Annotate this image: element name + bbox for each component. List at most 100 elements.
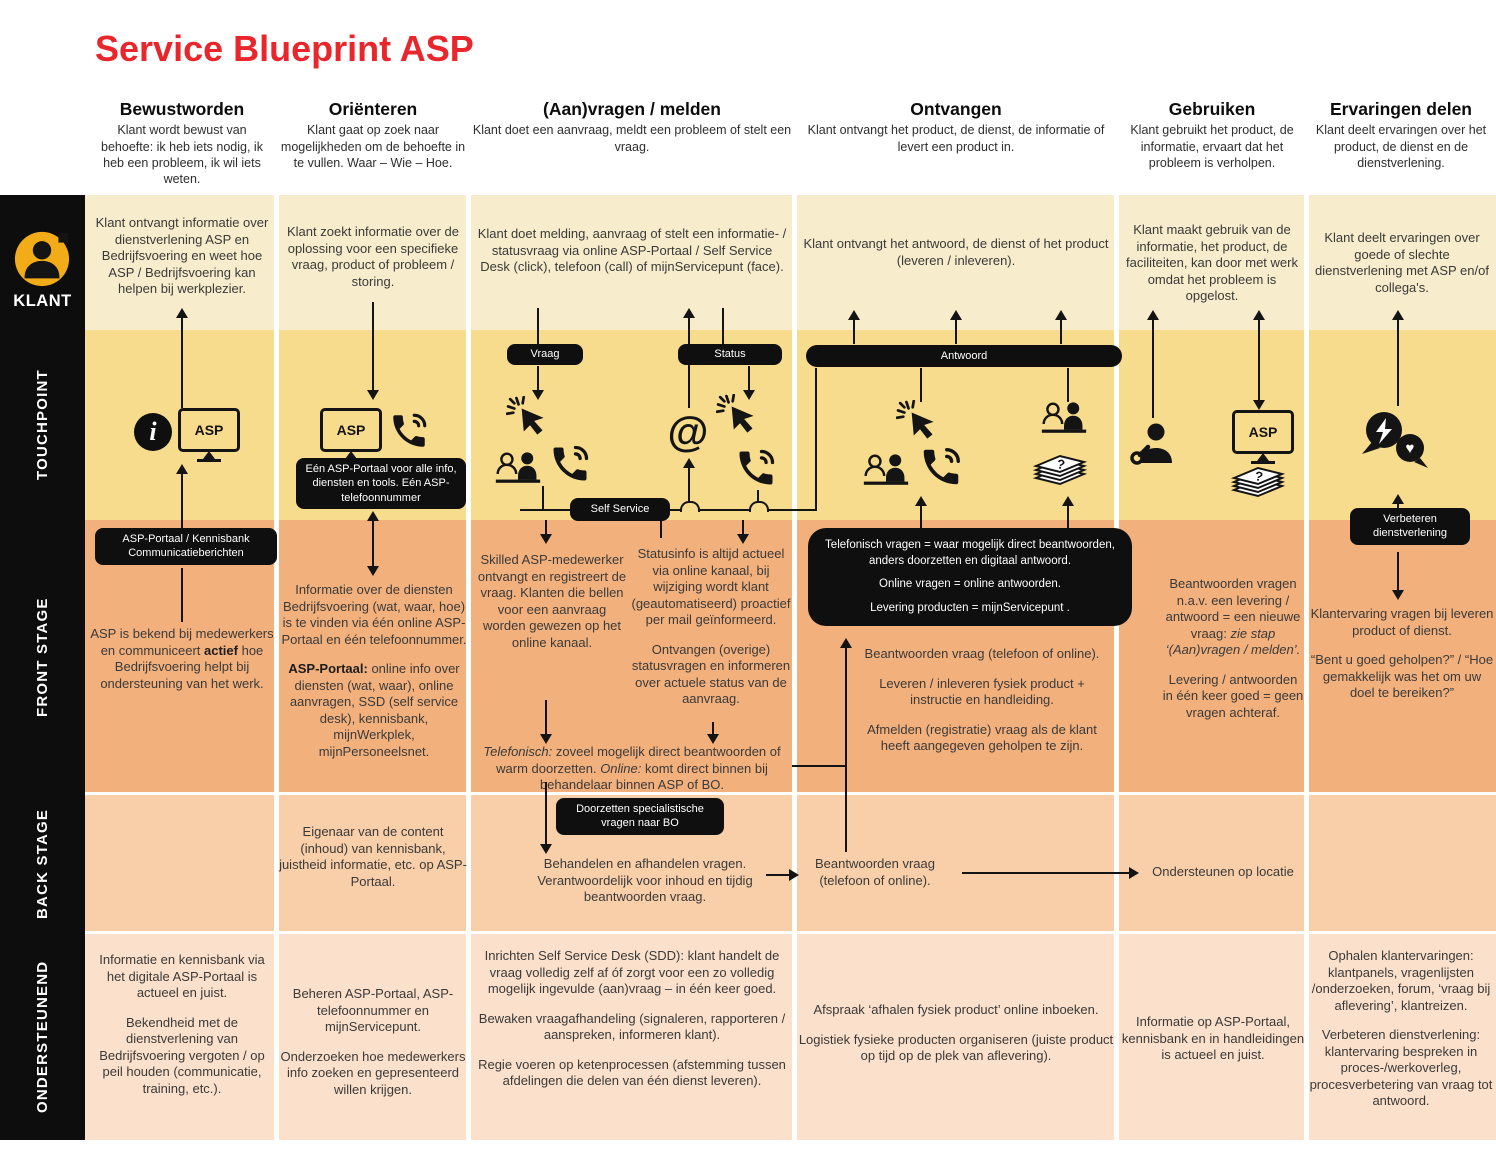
ondersteunend-cell-bewustworden: Informatie en kennisbank via het digital… [90, 952, 274, 1097]
doorzetten-pill: Doorzetten specialistische vragen naar B… [556, 798, 724, 835]
paragraph: Regie voeren op ketenprocessen (afstemmi… [478, 1056, 786, 1089]
click-cursor-icon [896, 400, 934, 439]
paragraph: Beantwoorden vraag (telefoon of online). [864, 646, 1100, 661]
text-run: Beantwoorden vragen n.a.v. een levering … [1165, 576, 1301, 641]
paragraph: Afmelden (registratie) vraag als de klan… [867, 721, 1097, 754]
paragraph: Inrichten Self Service Desk (SDD): klant… [484, 948, 780, 996]
text-run: zoveel mogelijk direct beantwoorden of w… [496, 744, 781, 776]
arrow [372, 302, 374, 398]
arrow [1397, 312, 1399, 406]
arrow [742, 520, 744, 542]
lane-band-klant [85, 195, 1496, 330]
phone-icon [393, 413, 427, 447]
klant-cell-ontvangen: Klant ontvangt het antwoord, de dienst o… [803, 236, 1109, 268]
self-service-pill: Self Service [570, 498, 670, 521]
arrow [712, 722, 714, 742]
asp-portal-monitor-icon: ASP [1232, 410, 1294, 454]
monitor-screen-label: ASP [194, 422, 224, 438]
arrow [545, 700, 547, 742]
question-mark: ? [1254, 468, 1264, 484]
paragraph: ASP is bekend bij medewerkers en communi… [90, 626, 274, 692]
connector [660, 520, 662, 538]
arrow [748, 366, 750, 398]
asp-portal-monitor-icon: ASP [178, 408, 240, 452]
text-run: komt direct binnen bij behandelaar binne… [539, 760, 768, 793]
text-run: actief [204, 642, 238, 658]
paragraph: Logistiek fysieke producten organiseren … [798, 1031, 1114, 1064]
arrow [1258, 312, 1260, 408]
arrow [181, 466, 183, 528]
klant-cell-orienteren: Klant zoekt informatie over de oplossing… [287, 224, 459, 289]
lane-separator [85, 792, 1496, 795]
column-gutter [792, 195, 797, 1140]
klant-cell-gebruiken: Klant maakt gebruik van de informatie, h… [1126, 222, 1298, 303]
arrow [545, 520, 547, 542]
text-run: online info over diensten (wat, waar), o… [289, 661, 460, 759]
frontstage-cell-bewustworden: ASP is bekend bij medewerkers en communi… [90, 626, 274, 692]
arrow [537, 366, 539, 398]
klant-cell-ervaringen: Klant deelt ervaringen over goede of sle… [1315, 230, 1489, 295]
connector [181, 568, 183, 622]
feedback-chat-icon: ♥ [1362, 412, 1428, 468]
lane-label-ondersteunend: ONDERSTEUNEND [34, 960, 51, 1114]
phase-title: Ontvangen [910, 99, 1002, 119]
connector [1067, 368, 1069, 402]
arrow [1060, 312, 1062, 344]
connector [757, 490, 759, 510]
portal-note-pill: Eén ASP-Portaal voor alle info, diensten… [296, 458, 466, 509]
service-desk-icon [863, 454, 909, 485]
phase-title: Ervaringen delen [1330, 99, 1472, 119]
klant-avatar-icon [14, 231, 70, 287]
phase-header-orienteren: Oriënteren Klant gaat op zoek naar mogel… [278, 99, 468, 171]
column-gutter [466, 195, 471, 1140]
paragraph: Klantervaring vragen bij leveren product… [1310, 606, 1494, 638]
ondersteunend-cell-ervaringen: Ophalen klantervaringen: klantpanels, vr… [1306, 948, 1496, 1110]
text-run: ASP-Portaal: [288, 661, 368, 676]
lane-label-klant: KLANT [13, 292, 72, 310]
paragraph: Telefonisch: zoveel mogelijk direct bean… [472, 744, 792, 794]
lane-label-backstage: BACK STAGE [34, 808, 51, 920]
paragraph: “Bent u goed geholpen?” / “Hoe gemakkeli… [1310, 652, 1494, 700]
phase-desc: Klant gaat op zoek naar mogelijkheden om… [280, 123, 466, 170]
backstage-cell-gebruiken: Ondersteunen op locatie [1152, 864, 1294, 879]
service-desk-icon [1041, 402, 1087, 433]
info-icon: i [134, 413, 172, 451]
paragraph: Onderzoeken hoe medewerkers info zoeken … [280, 1048, 466, 1097]
connector [792, 765, 846, 767]
text-run: Online: [600, 760, 642, 776]
frontstage-cell-ervaringen: Klantervaring vragen bij leveren product… [1310, 606, 1494, 702]
arrow [372, 513, 374, 574]
paragraph: Statusinfo is altijd actueel via online … [631, 546, 791, 627]
paragraph: Ophalen klantervaringen: klantpanels, vr… [1311, 948, 1491, 1013]
ondersteunend-cell-orienteren: Beheren ASP-Portaal, ASP-telefoonnummer … [280, 986, 466, 1098]
arrow [845, 640, 847, 852]
paragraph: Ontvangen (overige) statusvragen en info… [631, 641, 791, 707]
text-run: ASP is bekend bij medewerkers en communi… [90, 626, 274, 658]
rule-line: Levering producten = mijnServicepunt . [870, 601, 1070, 614]
lane-band-backstage [85, 794, 1496, 934]
arrow [181, 310, 183, 408]
paragraph: ASP-Portaal: online info over diensten (… [280, 661, 468, 760]
support-person-icon [1130, 423, 1172, 465]
verbeteren-pill: Verbeteren dienstverlening [1350, 508, 1470, 545]
arrow [1397, 496, 1399, 508]
phase-header-ontvangen: Ontvangen Klant ontvangt het product, de… [798, 99, 1114, 155]
lane-label-touchpoint: TOUCHPOINT [34, 369, 51, 481]
click-cursor-icon [506, 396, 544, 435]
paragraph: Bewaken vraagafhandeling (signaleren, ra… [478, 1010, 786, 1043]
phase-header-gebruiken: Gebruiken Klant gebruikt het product, de… [1118, 99, 1306, 171]
phase-desc: Klant ontvangt het product, de dienst, d… [807, 123, 1105, 154]
monitor-screen-label: ASP [1248, 424, 1278, 440]
backstage-cell-orienteren: Eigenaar van de content (inhoud) van ken… [279, 824, 467, 889]
column-gutter [1114, 195, 1119, 1140]
text-run: zie stap ‘(Aan)vragen / melden’. [1165, 625, 1301, 658]
page-title: Service Blueprint ASP [95, 28, 474, 69]
lane-separator [85, 931, 1496, 934]
lane-label-frontstage: FRONT STAGE [34, 597, 51, 717]
arrow [955, 312, 957, 344]
service-desk-icon [495, 452, 541, 483]
phase-header-aanvragen: (Aan)vragen / melden Klant doet een aanv… [472, 99, 792, 155]
phase-desc: Klant wordt bewust van behoefte: ik heb … [101, 123, 263, 186]
paragraph: Afspraak ‘afhalen fysiek product’ online… [813, 1002, 1099, 1017]
